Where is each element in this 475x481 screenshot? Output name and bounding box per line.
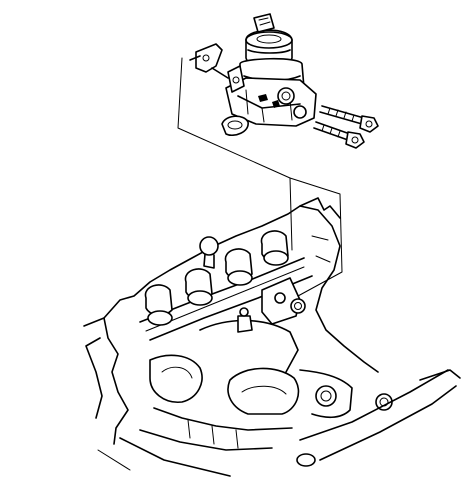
spark-plug-tower-row (144, 230, 289, 326)
mounting-bracket (189, 43, 229, 79)
long-mounting-bolt (319, 105, 379, 133)
assembly-leader-lines (177, 57, 343, 297)
egr-mounting-boss (261, 277, 306, 325)
valve-gasket (221, 115, 249, 137)
egr-valve-assembly (225, 13, 317, 127)
short-mounting-bolt (313, 121, 365, 149)
engine-cylinder-head (83, 197, 461, 477)
